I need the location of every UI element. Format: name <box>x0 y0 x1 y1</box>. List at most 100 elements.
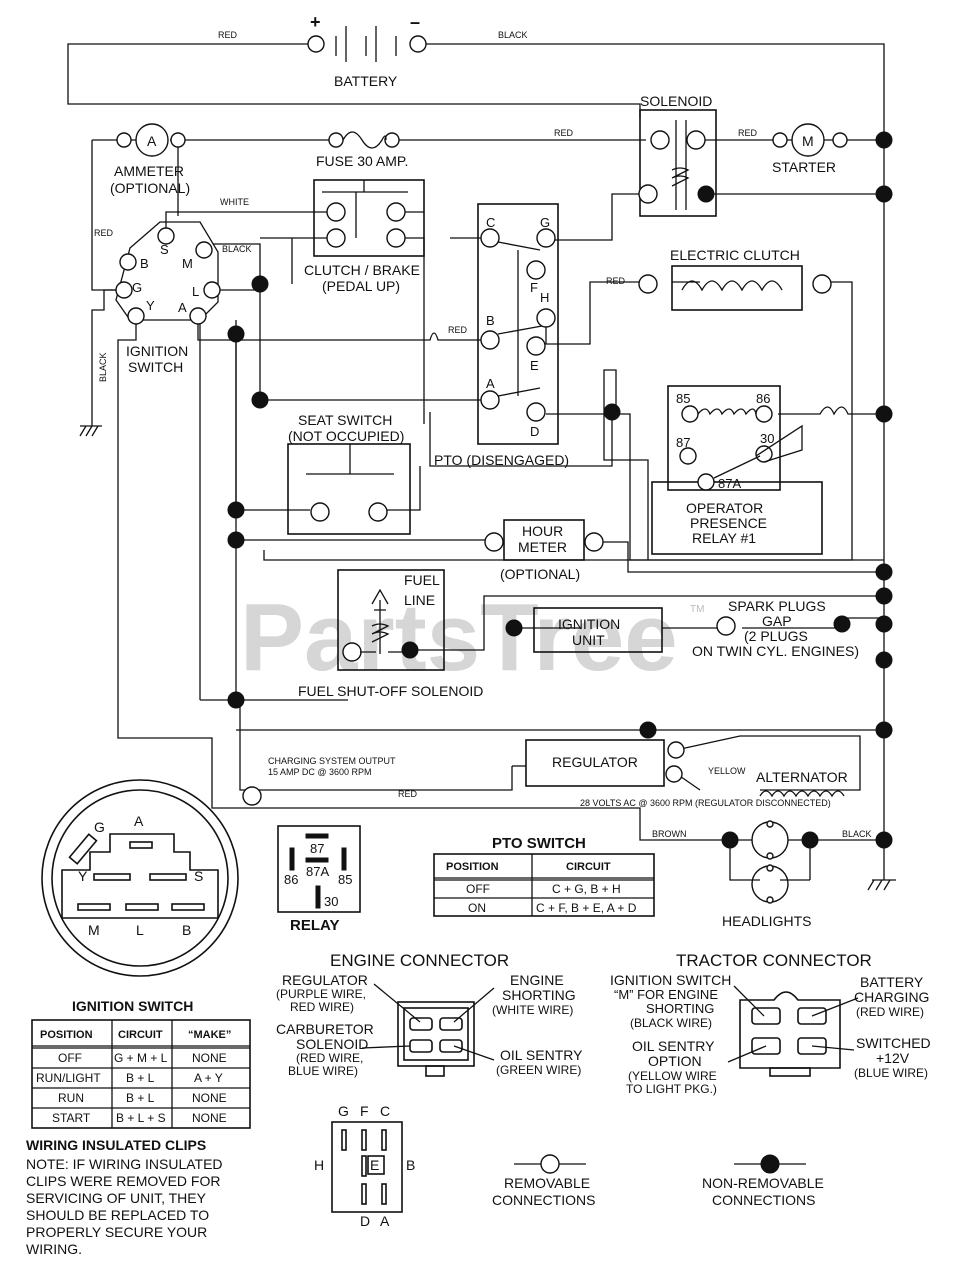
pto-terminal-f: F <box>530 280 538 295</box>
seat-switch-label: SEAT SWITCH <box>298 412 392 428</box>
pto-table-title: PTO SWITCH <box>492 835 586 852</box>
ign-r0-circ: G + M + L <box>114 1051 168 1065</box>
isd-title: IGNITION SWITCH <box>72 998 193 1014</box>
ec-short-3: (WHITE WIRE) <box>492 1003 573 1017</box>
tc-oil-3: (YELLOW WIRE <box>628 1069 717 1083</box>
pto-plug-g: G <box>338 1103 349 1119</box>
wiring-note-line5: PROPERLY SECURE YOUR <box>26 1224 207 1240</box>
ign-terminal-b: B <box>140 256 149 271</box>
pto-switch-table: PTO SWITCH POSITION CIRCUIT OFF C + G, B… <box>433 835 655 917</box>
relay-86: 86 <box>756 391 770 406</box>
pto-plug-a: A <box>380 1213 390 1229</box>
pto-plug-c: C <box>380 1103 390 1119</box>
ign-r2-pos: RUN <box>58 1091 84 1105</box>
pto-r0-circ: C + G, B + H <box>552 882 621 896</box>
ignition-unit: IGNITION UNIT <box>533 607 663 653</box>
ign-r0-make: NONE <box>192 1051 227 1065</box>
tc-oil-2: OPTION <box>648 1053 702 1069</box>
tc-oil-1: OIL SENTRY <box>632 1038 715 1054</box>
battery-minus: – <box>410 12 420 32</box>
wiring-note-title: WIRING INSULATED CLIPS <box>26 1137 206 1153</box>
pto-terminal-h: H <box>540 290 549 305</box>
electric-clutch: ELECTRIC CLUTCH <box>638 247 832 311</box>
hour-meter-optional: (OPTIONAL) <box>500 566 580 582</box>
pto-th-circuit: CIRCUIT <box>566 861 611 873</box>
tc-ign-2: “M” FOR ENGINE <box>614 987 718 1002</box>
clutch-brake-label: CLUTCH / BRAKE <box>304 262 420 278</box>
ign-r3-make: NONE <box>192 1111 227 1125</box>
pto-plug-h: H <box>314 1157 324 1173</box>
legend-removable-2: CONNECTIONS <box>492 1192 595 1208</box>
wiring-note-line2: CLIPS WERE REMOVED FOR <box>26 1173 220 1189</box>
pto-terminal-d: D <box>530 424 539 439</box>
isd-l: L <box>136 922 144 938</box>
tc-ign-3: SHORTING <box>646 1001 714 1016</box>
relay-d-30: 30 <box>324 894 338 909</box>
relay-diagram: 87 87A 86 85 30 RELAY <box>277 825 361 934</box>
pto-terminal-g: G <box>540 215 550 230</box>
ign-terminal-s: S <box>160 242 169 257</box>
ign-th-circuit: CIRCUIT <box>118 1029 163 1041</box>
legend-removable-1: REMOVABLE <box>504 1175 590 1191</box>
seat-switch-sub: (NOT OCCUPIED) <box>288 428 404 444</box>
relay-d-85: 85 <box>338 872 352 887</box>
relay-d-87a: 87A <box>306 864 329 879</box>
pto-switch-schematic: C G F H B E A D PTO (DISENGAGED) <box>434 203 569 468</box>
pto-r1-pos: ON <box>468 901 486 915</box>
ign-r0-pos: OFF <box>58 1051 82 1065</box>
ammeter-optional: (OPTIONAL) <box>110 180 190 196</box>
alternator: ALTERNATOR 28 VOLTS AC @ 3600 RPM (REGUL… <box>580 769 848 808</box>
relay-85: 85 <box>676 391 690 406</box>
hour-meter-label1: HOUR <box>522 523 563 539</box>
isd-a: A <box>134 813 144 829</box>
starter: M STARTER <box>772 123 848 175</box>
fuel-label1: FUEL <box>404 572 440 588</box>
battery-label: BATTERY <box>334 73 398 89</box>
isd-g: G <box>94 819 105 835</box>
tc-ign-4: (BLACK WIRE) <box>630 1016 712 1030</box>
tc-bat-1: BATTERY <box>860 974 924 990</box>
relay-87: 87 <box>676 435 690 450</box>
relay-87a: 87A <box>718 476 741 491</box>
seat-switch: SEAT SWITCH (NOT OCCUPIED) <box>287 412 411 535</box>
relay-d-title: RELAY <box>290 917 339 934</box>
legend: REMOVABLE CONNECTIONS NON-REMOVABLE CONN… <box>492 1154 824 1208</box>
wiring-note-line6: WIRING. <box>26 1241 82 1257</box>
tc-oil-4: TO LIGHT PKG.) <box>626 1082 717 1096</box>
charging-label1: CHARGING SYSTEM OUTPUT <box>268 756 396 766</box>
ign-r3-circ: B + L + S <box>116 1111 166 1125</box>
ign-terminal-l: L <box>192 284 199 299</box>
fuel-label2: LINE <box>404 592 435 608</box>
tc-sw-3: (BLUE WIRE) <box>854 1066 928 1080</box>
pto-terminal-c: C <box>486 215 495 230</box>
isd-m: M <box>88 922 100 938</box>
legend-nonremovable-1: NON-REMOVABLE <box>702 1175 824 1191</box>
ammeter-label: AMMETER <box>114 163 184 179</box>
battery-plus: + <box>310 12 321 32</box>
wiring-note-line3: SERVICING OF UNIT, THEY <box>26 1190 207 1206</box>
wire-label-red-charge: RED <box>398 789 418 799</box>
fuel-solenoid-label: FUEL SHUT-OFF SOLENOID <box>298 683 483 699</box>
pto-r1-circ: C + F, B + E, A + D <box>536 901 637 915</box>
spark-label2: GAP <box>762 613 792 629</box>
ammeter: A AMMETER (OPTIONAL) <box>110 123 190 196</box>
ec-oil-1: OIL SENTRY <box>500 1047 583 1063</box>
wire-label-red-ign: RED <box>94 228 114 238</box>
hour-meter: HOUR METER (OPTIONAL) <box>484 519 604 582</box>
spark-plugs: SPARK PLUGS GAP (2 PLUGS ON TWIN CYL. EN… <box>692 598 859 659</box>
regulator: REGULATOR <box>525 739 685 787</box>
pto-r0-pos: OFF <box>466 882 490 896</box>
relay-label2: PRESENCE <box>690 515 767 531</box>
ignition-switch: S M B L G Y A IGNITION SWITCH <box>115 221 221 375</box>
isd-s: S <box>194 868 203 884</box>
pto-plug-d: D <box>360 1213 370 1229</box>
pto-th-position: POSITION <box>446 861 499 873</box>
relay-label3: RELAY #1 <box>692 530 756 546</box>
ign-th-position: POSITION <box>40 1029 93 1041</box>
ignition-unit-label2: UNIT <box>572 632 605 648</box>
alternator-label: ALTERNATOR <box>756 769 848 785</box>
regulator-label: REGULATOR <box>552 754 638 770</box>
charging-output: CHARGING SYSTEM OUTPUT 15 AMP DC @ 3600 … <box>242 756 396 806</box>
pto-plug-diagram: G F C H E B D A <box>314 1103 415 1229</box>
tc-bat-3: (RED WIRE) <box>856 1005 924 1019</box>
